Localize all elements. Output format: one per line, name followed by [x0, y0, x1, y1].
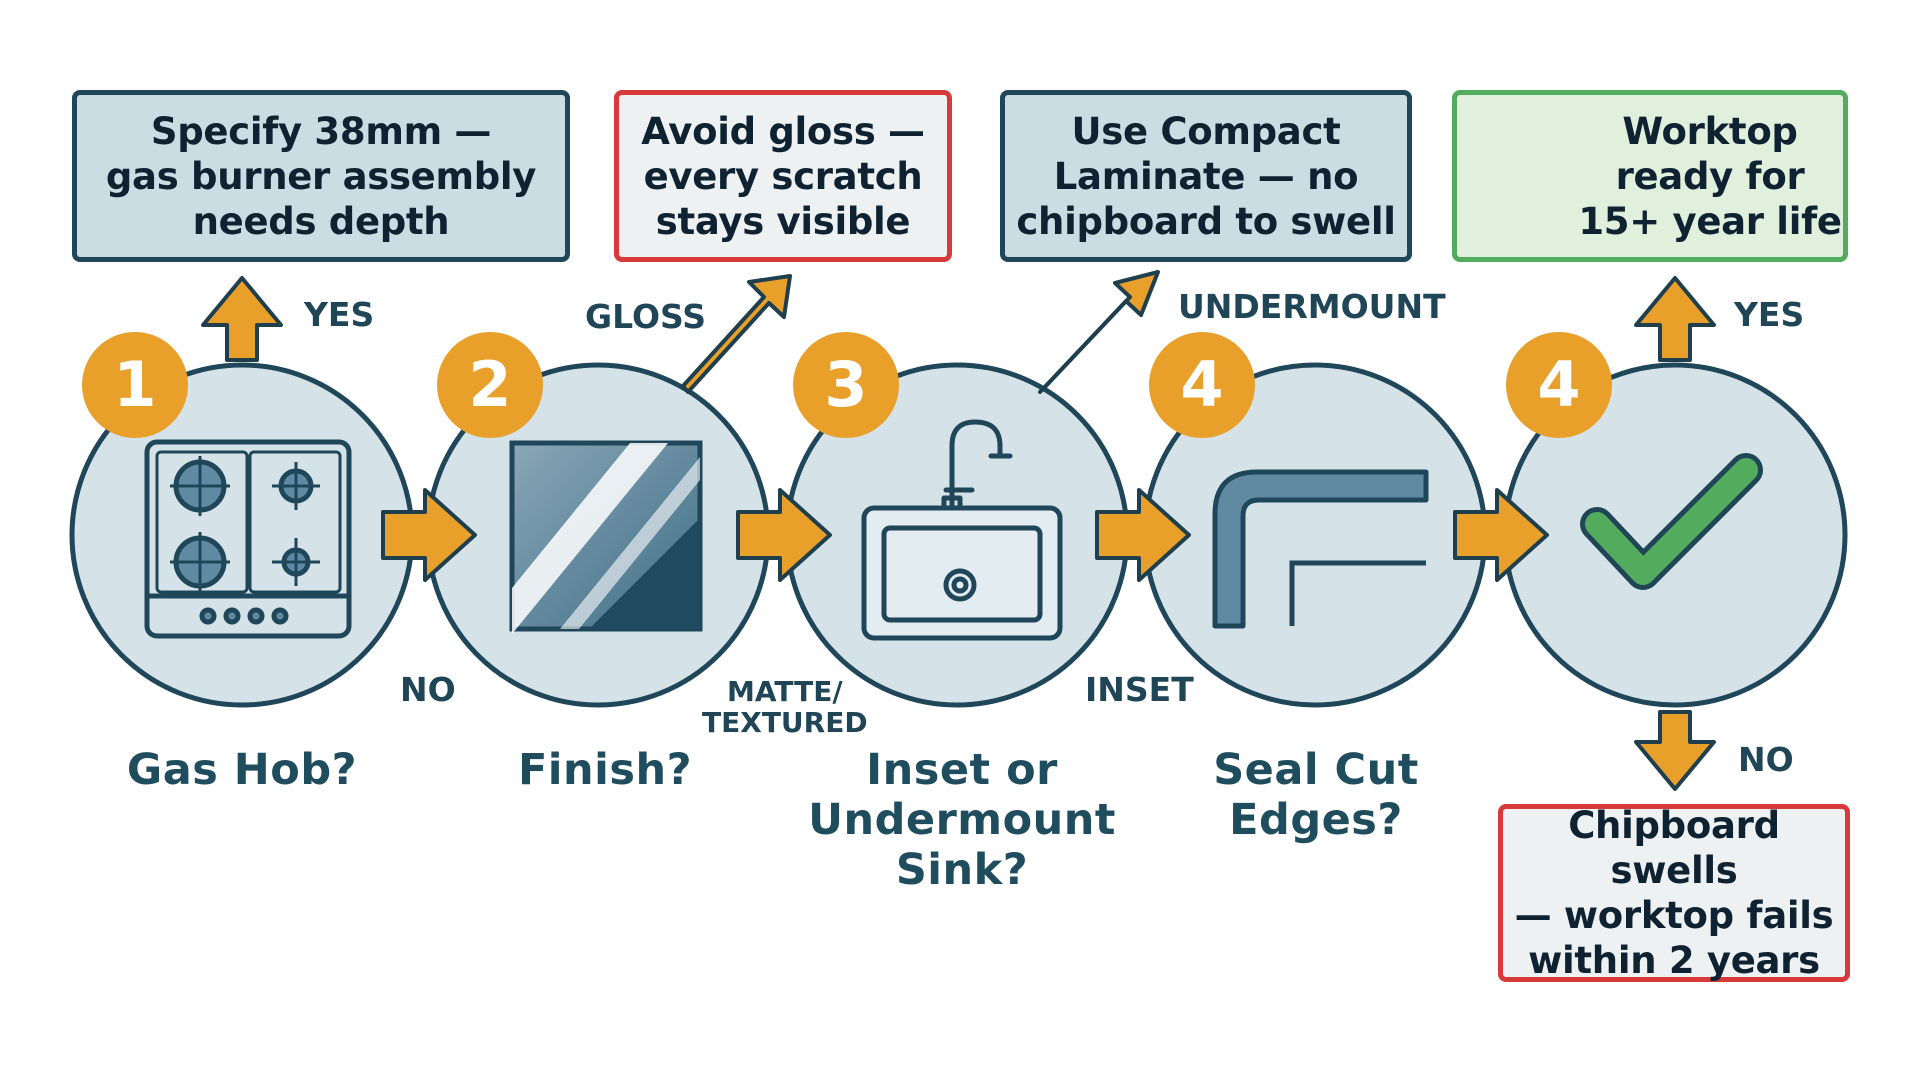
label-no-1: NO [400, 670, 456, 709]
step-badge-5: 4 [1506, 332, 1612, 438]
question-sink: Inset or Undermount Sink? [808, 745, 1116, 895]
question-seal-edges: Seal Cut Edges? [1213, 745, 1419, 845]
outcome-box-avoid-gloss: Avoid gloss — every scratch stays visibl… [614, 90, 952, 262]
outcome-box-chipboard-swells: Chipboard swells — worktop fails within … [1498, 804, 1850, 982]
sink-icon [861, 419, 1063, 641]
label-undermount: UNDERMOUNT [1178, 287, 1446, 326]
step-badge-1: 1 [82, 332, 188, 438]
gloss-panel-icon [509, 440, 703, 634]
arrow-right-3 [1095, 488, 1191, 582]
gas-hob-icon [144, 439, 352, 639]
label-inset: INSET [1085, 670, 1194, 709]
arrow-diagonal-gloss [681, 274, 792, 394]
arrow-diagonal-undermount [1038, 270, 1160, 394]
arrow-up-yes-1 [201, 276, 283, 362]
arrow-right-1 [381, 488, 477, 582]
label-matte-textured: MATTE/ TEXTURED [702, 675, 868, 739]
arrow-right-2 [736, 488, 832, 582]
step-badge-2: 2 [437, 332, 543, 438]
outcome-box-worktop-ready: Worktop ready for 15+ year life [1452, 90, 1848, 262]
arrow-up-yes-5 [1634, 276, 1716, 362]
arrow-down-no-5 [1634, 710, 1716, 791]
worktop-edge-icon [1212, 469, 1429, 629]
label-gloss: GLOSS [585, 297, 707, 336]
step-badge-3: 3 [793, 332, 899, 438]
label-yes-5: YES [1734, 295, 1805, 334]
question-gas-hob: Gas Hob? [126, 745, 358, 795]
outcome-box-38mm: Specify 38mm — gas burner assembly needs… [72, 90, 570, 262]
label-no-5: NO [1738, 740, 1794, 779]
label-yes-1: YES [304, 295, 375, 334]
outcome-box-compact-laminate: Use Compact Laminate — no chipboard to s… [1000, 90, 1412, 262]
step-badge-4: 4 [1149, 332, 1255, 438]
question-finish: Finish? [517, 745, 693, 795]
checkmark-icon-fill [1585, 458, 1758, 585]
arrow-right-4 [1453, 488, 1549, 582]
